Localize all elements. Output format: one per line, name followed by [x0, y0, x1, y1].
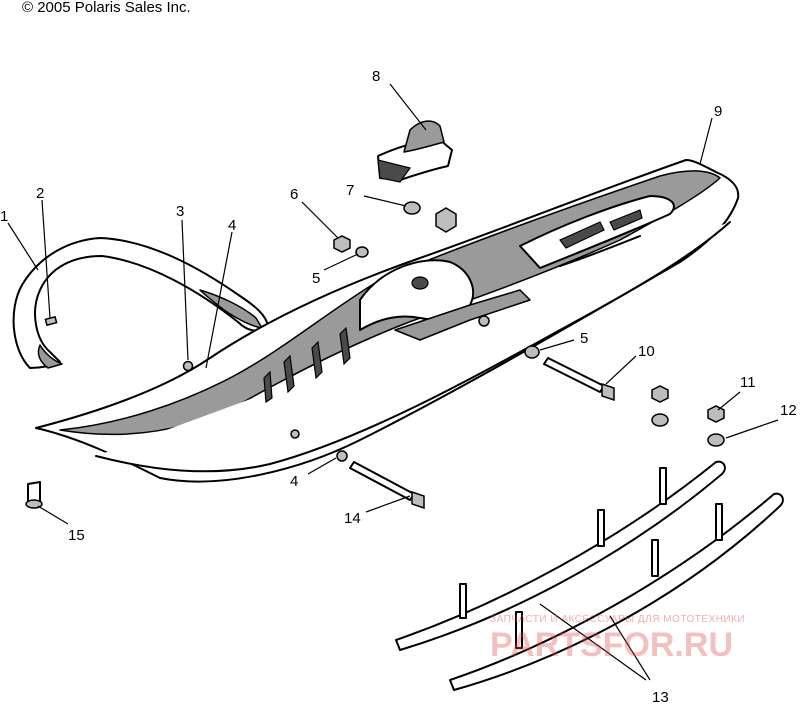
- washer-part-4-lower: [336, 450, 348, 462]
- nut-part-11-left: [651, 385, 669, 403]
- callout-15: 15: [68, 527, 85, 544]
- callout-11: 11: [740, 374, 756, 391]
- callout-5-lower: 5: [580, 330, 588, 347]
- washer-part-5-lower: [524, 345, 540, 359]
- callout-1: 1: [0, 208, 8, 225]
- washer-part-5-upper: [355, 246, 369, 258]
- clip-part-2: [44, 315, 58, 327]
- bolt-part-10: [543, 357, 615, 402]
- watermark: ЗАПЧАСТИ И АКСЕССУАРЫ ДЛЯ МОТОТЕХНИКИ PA…: [490, 614, 745, 664]
- nut-part-11-right: [707, 405, 725, 423]
- washer-part-12-right: [707, 433, 725, 447]
- callout-7: 7: [346, 182, 354, 199]
- pin-part-15: [25, 481, 43, 509]
- callout-14: 14: [344, 510, 361, 527]
- callout-13: 13: [652, 689, 669, 705]
- washer-part-12-left: [651, 413, 669, 427]
- ski-runner-lower: [449, 492, 784, 691]
- copyright-text: © 2005 Polaris Sales Inc.: [22, 0, 191, 16]
- ski-runner-upper: [395, 460, 726, 651]
- nut-part-6: [333, 235, 351, 253]
- callout-9: 9: [714, 103, 722, 120]
- ski-body: [35, 159, 740, 483]
- ski-pad-part-8: [377, 120, 453, 183]
- callout-6: 6: [290, 186, 298, 203]
- bushing-part-7: [435, 207, 457, 233]
- callout-3: 3: [176, 203, 184, 220]
- callout-8: 8: [372, 68, 380, 85]
- callout-12: 12: [780, 402, 797, 419]
- watermark-line-2: PARTSFOR.RU: [490, 626, 733, 664]
- callout-10: 10: [638, 343, 655, 360]
- callout-4-lower: 4: [290, 473, 298, 490]
- washer-part-7: [403, 201, 421, 215]
- callout-5-upper: 5: [312, 270, 320, 287]
- callout-2: 2: [36, 185, 44, 202]
- bolt-part-14: [349, 461, 425, 510]
- watermark-line-1: ЗАПЧАСТИ И АКСЕССУАРЫ ДЛЯ МОТОТЕХНИКИ: [490, 614, 745, 625]
- leader-lines: [7, 83, 779, 681]
- callout-4-upper: 4: [228, 217, 236, 234]
